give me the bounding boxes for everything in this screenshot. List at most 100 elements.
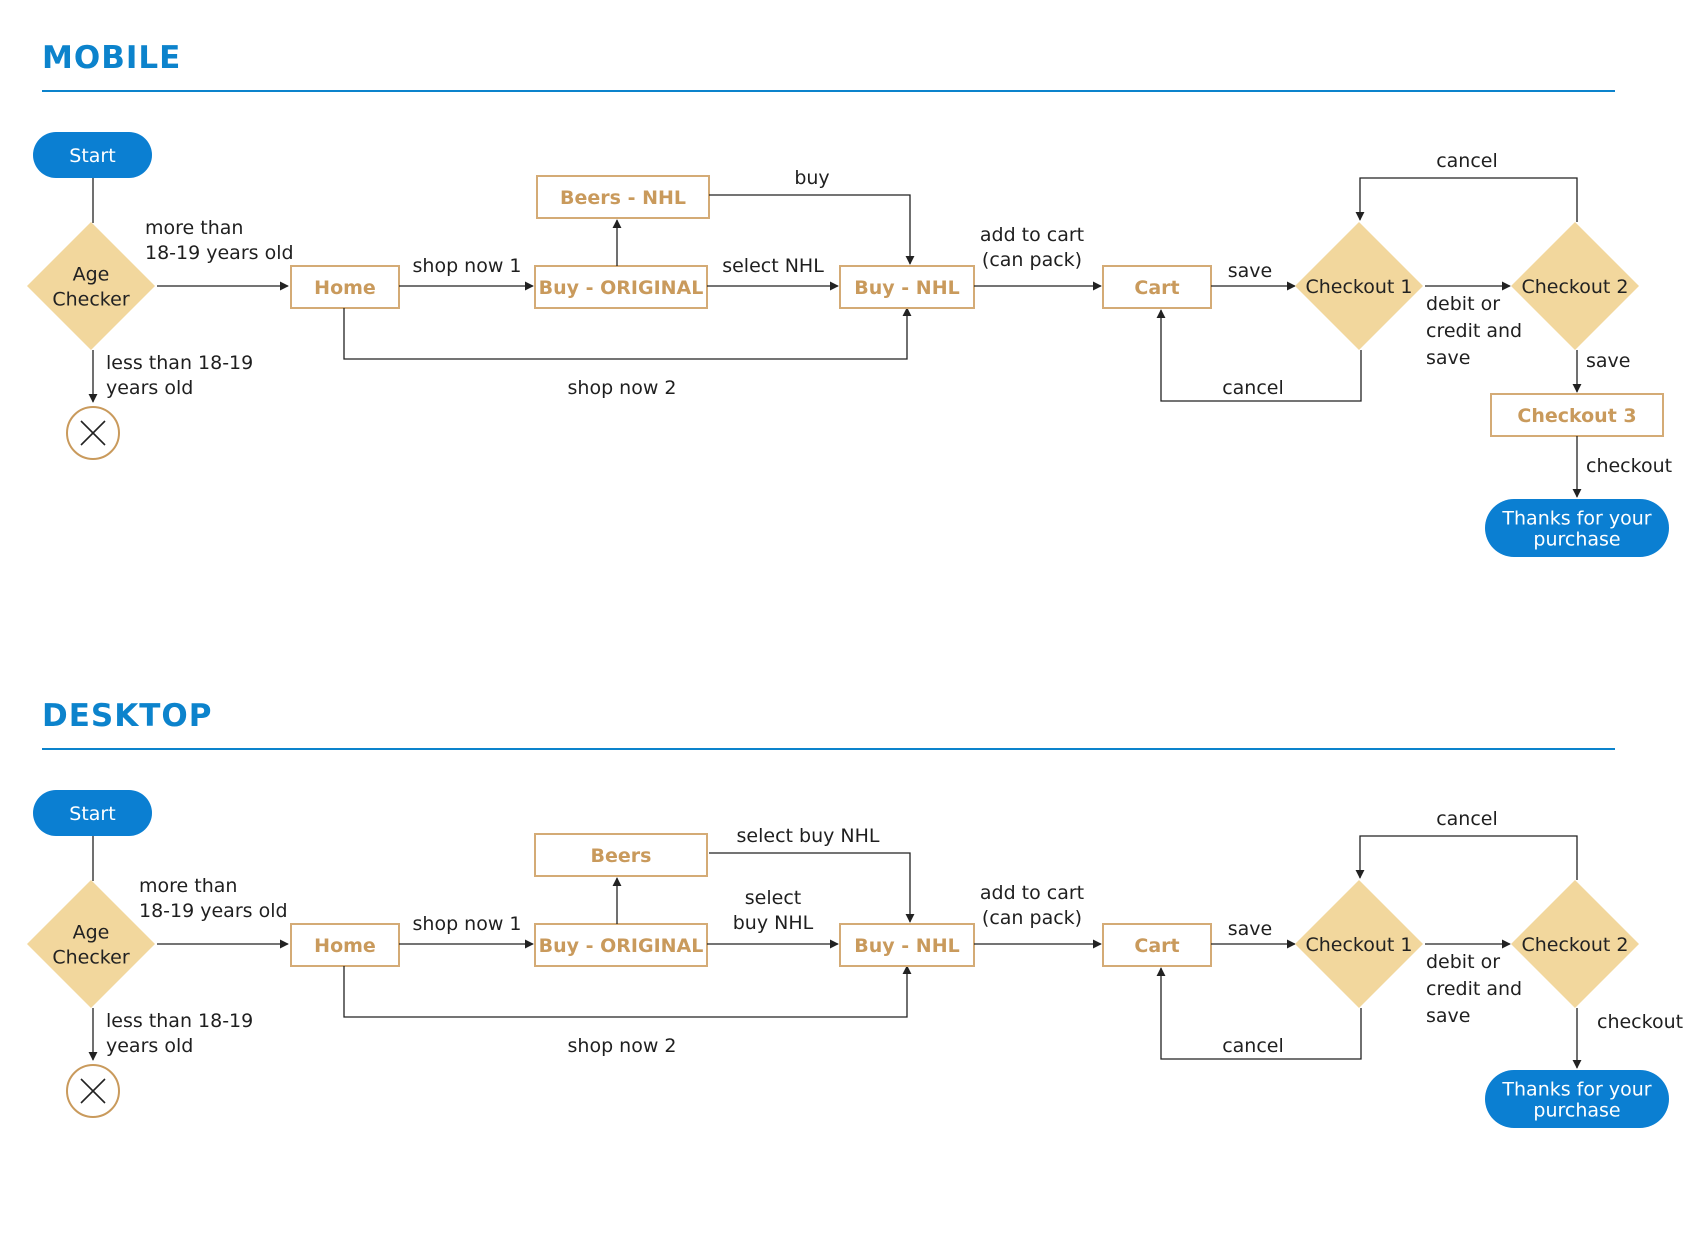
label-age-fail: less than 18-19 years old <box>106 352 253 399</box>
label-shop-now-2-line: shop now 2 <box>568 377 677 399</box>
section-title-line: DESKTOP <box>42 698 212 734</box>
age-checker-diamond-label-line: Checker <box>52 947 129 969</box>
thanks-node <box>1485 1070 1669 1128</box>
label-age-fail-line: years old <box>106 377 193 399</box>
checkout-1-diamond-label: Checkout 1 <box>1305 934 1412 956</box>
label-cancel-top: cancel <box>1436 150 1498 172</box>
beers-node-label: Beers - NHL <box>560 187 686 209</box>
label-shop-now-2-line: shop now 2 <box>568 1035 677 1057</box>
thanks-node <box>1485 499 1669 557</box>
label-age-fail-line: less than 18-19 <box>106 1010 253 1032</box>
label-select-nhl-line: select <box>745 887 801 909</box>
end-circle-x2 <box>80 1078 106 1104</box>
label-beers-buy: select buy NHL <box>737 825 880 847</box>
beers-node <box>536 175 710 219</box>
thanks-node-label-line: Thanks for your <box>1501 508 1651 530</box>
label-beers-buy: buy <box>794 167 829 189</box>
label-debit-line: debit or <box>1426 951 1500 973</box>
cart-node-label: Cart <box>1134 277 1179 299</box>
checkout-3-node <box>1490 393 1664 437</box>
start-node <box>33 132 152 178</box>
buy-original-node-label-line: Buy - ORIGINAL <box>539 277 704 299</box>
home-node-label: Home <box>314 277 376 299</box>
label-age-ok-line: 18-19 years old <box>145 242 294 264</box>
label-save-line: save <box>1228 918 1272 940</box>
label-cancel-cart: cancel <box>1222 377 1284 399</box>
label-checkout: checkout <box>1586 455 1672 477</box>
label-save-2-line: save <box>1586 350 1630 372</box>
label-debit-line: debit or <box>1426 293 1500 315</box>
label-add-to-cart-line: add to cart <box>980 882 1084 904</box>
age-checker-diamond <box>27 222 155 350</box>
beers-node-label-line: Beers <box>591 845 652 867</box>
buy-nhl-node <box>839 265 975 309</box>
checkout-1-diamond <box>1295 222 1423 350</box>
edge-checkout1-cart <box>1156 309 1362 402</box>
label-age-ok-line: 18-19 years old <box>139 900 288 922</box>
checkout-1-diamond-label: Checkout 1 <box>1305 276 1412 298</box>
cart-node-label: Cart <box>1134 935 1179 957</box>
home-node <box>290 923 400 967</box>
label-add-to-cart: add to cart (can pack) <box>980 224 1084 271</box>
label-cancel-top-line: cancel <box>1436 808 1498 830</box>
buy-nhl-node-label: Buy - NHL <box>854 935 959 957</box>
label-shop-now-2: shop now 2 <box>568 1035 677 1057</box>
label-select-nhl-line: select NHL <box>722 255 824 277</box>
checkout-3-node-label: Checkout 3 <box>1517 405 1636 427</box>
label-save: save <box>1228 260 1272 282</box>
label-add-to-cart-line: (can pack) <box>982 907 1082 929</box>
buy-nhl-node-label-line: Buy - NHL <box>854 277 959 299</box>
label-save-2: save <box>1586 350 1630 372</box>
label-save: save <box>1228 918 1272 940</box>
label-debit-line: credit and <box>1426 320 1522 342</box>
checkout-2-diamond-label: Checkout 2 <box>1521 276 1628 298</box>
label-shop-now-1-line: shop now 1 <box>413 255 522 277</box>
section-title: MOBILE <box>42 40 181 76</box>
label-checkout-line: checkout <box>1597 1011 1683 1033</box>
home-node <box>290 265 400 309</box>
edge-home-nhl <box>343 307 912 360</box>
edge-home-nhl <box>343 965 912 1018</box>
thanks-node-label-line: Thanks for your <box>1501 1079 1651 1101</box>
start-node-label: Start <box>69 803 115 825</box>
home-node-label-line: Home <box>314 277 376 299</box>
edge-checkout2-checkout1 <box>1355 835 1578 880</box>
edge-checkout2-checkout1 <box>1355 177 1578 222</box>
checkout-2-diamond <box>1511 222 1639 350</box>
label-add-to-cart-line: (can pack) <box>982 249 1082 271</box>
start-node-label: Start <box>69 145 115 167</box>
label-checkout: checkout <box>1597 1011 1683 1033</box>
age-checker-diamond-label-line: Checker <box>52 289 129 311</box>
label-cancel-top: cancel <box>1436 808 1498 830</box>
buy-original-node-label: Buy - ORIGINAL <box>539 277 704 299</box>
label-beers-buy-line: select buy NHL <box>737 825 880 847</box>
label-add-to-cart-line: add to cart <box>980 224 1084 246</box>
start-node <box>33 790 152 836</box>
buy-original-node-label-line: Buy - ORIGINAL <box>539 935 704 957</box>
label-age-ok-line: more than <box>139 875 237 897</box>
buy-original-node <box>534 265 708 309</box>
buy-nhl-node <box>839 923 975 967</box>
section-title-line: MOBILE <box>42 40 181 76</box>
start-node-label-line: Start <box>69 145 115 167</box>
cart-node <box>1102 265 1212 309</box>
thanks-node-label-line: purchase <box>1533 529 1620 551</box>
buy-original-node-label: Buy - ORIGINAL <box>539 935 704 957</box>
label-cancel-top-line: cancel <box>1436 150 1498 172</box>
label-age-ok-line: more than <box>145 217 243 239</box>
cart-node-label-line: Cart <box>1134 277 1179 299</box>
label-age-ok: more than 18-19 years old <box>145 217 294 264</box>
end-circle-x2 <box>80 420 106 446</box>
label-cancel-cart: cancel <box>1222 1035 1284 1057</box>
label-save-line: save <box>1228 260 1272 282</box>
label-shop-now-2: shop now 2 <box>568 377 677 399</box>
cart-node-label-line: Cart <box>1134 935 1179 957</box>
label-debit-line: credit and <box>1426 978 1522 1000</box>
label-age-fail-line: less than 18-19 <box>106 352 253 374</box>
